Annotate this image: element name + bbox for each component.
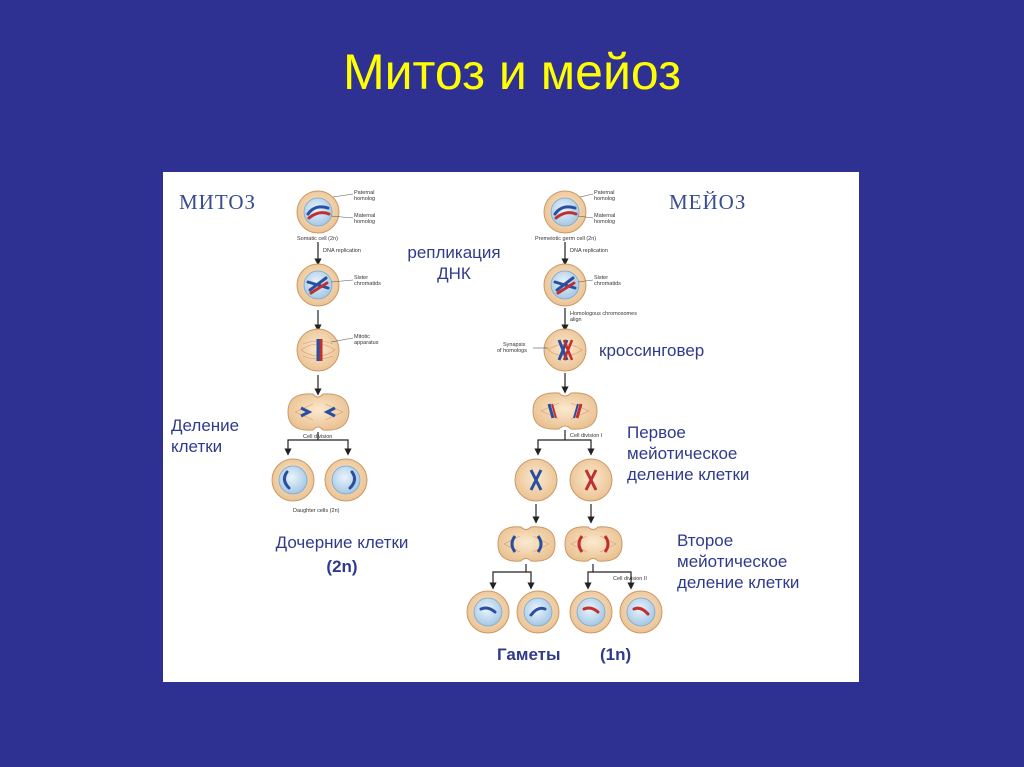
tiny-mitotic: Mitotic <box>354 334 370 340</box>
tiny-daughter-cells: Daughter cells (2n) <box>293 508 340 514</box>
replication-label: репликация ДНК <box>407 243 501 283</box>
diagram-panel: Paternal homolog Maternal homolog Somati… <box>163 172 859 682</box>
mitosis-daughter-cell-1 <box>271 458 315 502</box>
first-division-label: Первое мейотическое деление клетки <box>627 423 750 484</box>
tiny-synapsis: Synapsis <box>503 342 526 348</box>
gamete-1 <box>466 590 510 634</box>
meiosis-dividing-cell-2b <box>564 526 623 562</box>
mitosis-somatic-cell <box>296 190 340 234</box>
tiny-somatic-cell: Somatic cell (2n) <box>297 236 338 242</box>
gamete-3 <box>569 590 613 634</box>
slide-title: Митоз и мейоз <box>342 44 682 100</box>
meiosis-dividing-cell-2a <box>497 526 556 562</box>
second-division-label: Второе мейотическое деление клетки <box>677 531 800 592</box>
mitosis-metaphase-cell <box>296 328 340 372</box>
meiosis-synapsis-cell <box>543 328 587 372</box>
mitosis-replicated-cell <box>296 263 340 307</box>
tiny-chromatids: chromatids <box>354 281 381 287</box>
tiny-homolog: homolog <box>354 196 375 202</box>
mitosis-heading: МИТОЗ <box>179 190 257 214</box>
tiny-m-homolog: homolog <box>594 196 615 202</box>
tiny-cell-division-1: Cell division I <box>570 433 603 439</box>
tiny-apparatus: apparatus <box>354 340 379 346</box>
gamete-2 <box>516 590 560 634</box>
meiosis-dividing-cell-1 <box>532 392 598 430</box>
gametes-ploidy: (1n) <box>600 645 632 664</box>
tiny-m-maternal: Maternal <box>594 213 615 219</box>
meiosis-interphase-cell-2 <box>569 458 613 502</box>
tiny-sister: Sister <box>354 275 368 281</box>
meiosis-heading: МЕЙОЗ <box>669 190 747 214</box>
tiny-m-sister: Sister <box>594 275 608 281</box>
meiosis-replicated-cell <box>543 263 587 307</box>
tiny-m-chromatids: chromatids <box>594 281 621 287</box>
tiny-align: align <box>570 317 582 323</box>
tiny-m-paternal: Paternal <box>594 190 615 196</box>
tiny-of-homologs: of homologs <box>497 348 527 354</box>
crossover-label: кроссинговер <box>599 341 705 360</box>
gamete-4 <box>619 590 663 634</box>
tiny-premeiotic: Premeiotic germ cell (2n) <box>535 236 596 242</box>
meiosis-interphase-cell-1 <box>514 458 558 502</box>
mitosis-dividing-cell <box>287 393 350 431</box>
mitosis-daughter-cell-2 <box>324 458 368 502</box>
tiny-paternal: Paternal <box>354 190 375 196</box>
tiny-homolog-2: homolog <box>354 219 375 225</box>
meiosis-germ-cell <box>543 190 587 234</box>
tiny-dna-replication: DNA replication <box>323 248 361 254</box>
tiny-cell-division: Cell division <box>303 434 332 440</box>
daughter-cells-label: Дочерние клетки <box>275 533 409 552</box>
mitosis-meiosis-diagram: Paternal homolog Maternal homolog Somati… <box>271 190 663 634</box>
gametes-label: Гаметы <box>497 645 561 664</box>
daughter-ploidy: (2n) <box>326 557 358 576</box>
mitosis-division-label: Деление клетки <box>171 416 240 456</box>
tiny-homologous: Homologous chromosomes <box>570 311 637 317</box>
tiny-m-dna-replication: DNA replication <box>570 248 608 254</box>
tiny-maternal: Maternal <box>354 213 375 219</box>
tiny-m-homolog-2: homolog <box>594 219 615 225</box>
tiny-cell-division-2: Cell division II <box>613 576 647 582</box>
